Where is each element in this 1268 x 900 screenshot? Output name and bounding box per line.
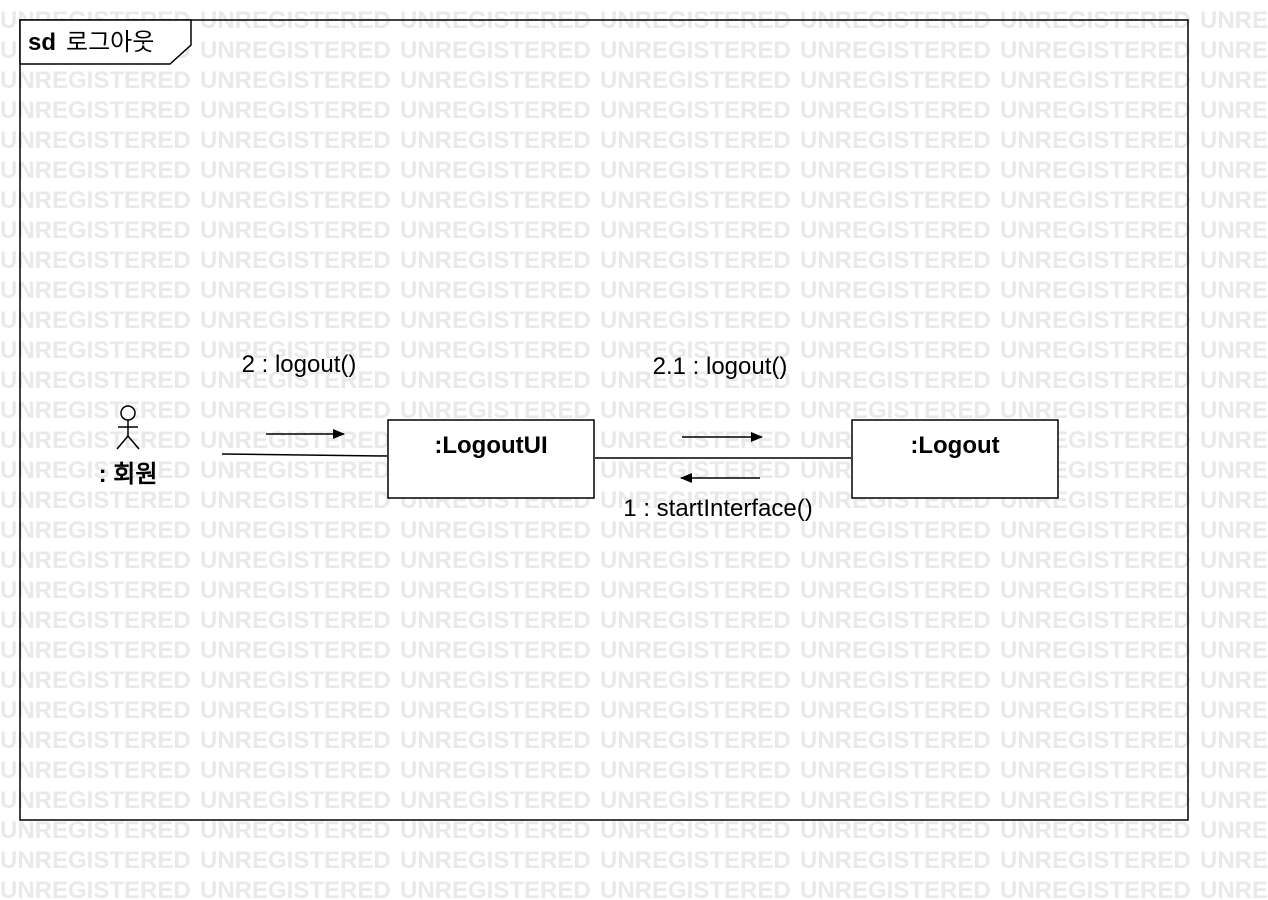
frame-name: 로그아웃 — [66, 29, 154, 56]
actor-stick-figure-icon — [116, 405, 140, 450]
object-logoutui-box — [387, 419, 595, 499]
object-logout-label: :Logout — [910, 432, 999, 459]
object-logout-box — [851, 419, 1059, 499]
actor-member[interactable]: : 회원 — [99, 405, 158, 488]
object-logout[interactable]: :Logout — [851, 419, 1059, 499]
frame-title: sd 로그아웃 — [28, 29, 154, 56]
message-1-start-interface[interactable]: 1 : startInterface() — [623, 473, 813, 522]
object-logoutui[interactable]: :LogoutUI — [387, 419, 595, 499]
message-2-label: 2 : logout() — [242, 351, 357, 378]
diagram-frame — [19, 19, 1189, 821]
link-actor-logoutui — [221, 453, 388, 457]
actor-label: : 회원 — [99, 461, 158, 488]
object-logoutui-label: :LogoutUI — [434, 432, 547, 459]
message-2-logout[interactable]: 2 : logout() — [242, 351, 357, 439]
message-2-1-label: 2.1 : logout() — [653, 353, 788, 380]
frame-keyword: sd — [28, 29, 56, 56]
message-2-1-logout[interactable]: 2.1 : logout() — [653, 353, 788, 442]
message-1-label: 1 : startInterface() — [623, 495, 812, 522]
frame-tab — [19, 19, 192, 65]
